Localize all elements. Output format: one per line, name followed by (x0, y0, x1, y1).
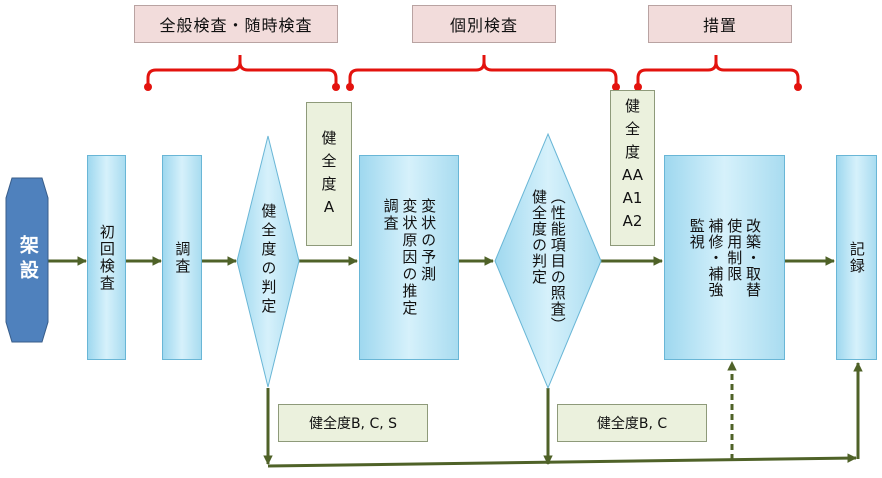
start-label: 架設 (16, 235, 39, 285)
record-label: 記録 (847, 240, 866, 275)
note-grade-bc: 健全度B, C (557, 404, 707, 442)
bracket-individual-dot-left (346, 83, 354, 91)
grade-aa-line-1: 健 (624, 97, 640, 115)
note-grade-bcs: 健全度B, C, S (278, 404, 428, 442)
category-individual-label: 個別検査 (449, 16, 518, 35)
diamond2-label-box: （性能項目の照査） 健全度の判定 (512, 178, 584, 344)
bracket-measures-dot-right (794, 83, 802, 91)
measures-label: 改築・取替 使用制限 補修・補強 監視 (687, 217, 762, 298)
bracket-periodic-dot-right (332, 83, 340, 91)
bracket-measures-dot-left (634, 83, 642, 91)
category-measures-label: 措置 (702, 16, 737, 35)
decision-diamond-1 (236, 135, 300, 388)
cause-survey-label: 変状の予測 変状原因の推定 調査 (381, 198, 438, 317)
grade-aa-line-4: AA (622, 166, 643, 184)
diamond2-label: （性能項目の照査） 健全度の判定 (530, 189, 567, 333)
decision-diamond-2 (494, 132, 602, 390)
grade-a-line-1: 健 (321, 129, 337, 147)
grade-aa-line-2: 全 (624, 120, 640, 138)
line-bottom-return (267, 453, 857, 468)
cause-survey-box: 変状の予測 変状原因の推定 調査 (359, 155, 459, 360)
diamond1-label-box: 健全度の判定 (246, 180, 290, 340)
grade-aa-line-3: 度 (624, 143, 640, 161)
note-grade-bcs-label: 健全度B, C, S (308, 416, 398, 432)
grade-a-line-3: 度 (321, 175, 337, 193)
bracket-periodic-dot-left (144, 83, 152, 91)
bracket-periodic (146, 55, 338, 85)
record-box: 記録 (836, 155, 877, 360)
initial-inspection-label: 初回検査 (97, 223, 116, 292)
survey-label: 調査 (173, 240, 192, 275)
grade-aa-line-5: A1 (622, 189, 643, 207)
grade-a-box: 健 全 度 A (306, 102, 352, 246)
category-measures: 措置 (648, 5, 792, 43)
measures-box: 改築・取替 使用制限 補修・補強 監視 (664, 155, 785, 360)
bracket-individual (348, 55, 618, 85)
category-periodic-label: 全般検査・随時検査 (159, 16, 313, 35)
start-label-box: 架設 (6, 178, 48, 342)
category-individual-inspection: 個別検査 (412, 5, 556, 43)
note-grade-bc-label: 健全度B, C (596, 416, 668, 432)
diamond1-label: 健全度の判定 (259, 203, 278, 317)
start-shape (5, 177, 49, 343)
grade-aa-box: 健 全 度 AA A1 A2 (610, 90, 655, 246)
survey-box: 調査 (162, 155, 202, 360)
bracket-individual-dot-right (612, 83, 620, 91)
grade-a-line-4: A (323, 198, 335, 216)
category-periodic-inspection: 全般検査・随時検査 (134, 5, 338, 43)
initial-inspection-box: 初回検査 (87, 155, 126, 360)
grade-aa-line-6: A2 (622, 212, 643, 230)
grade-a-line-2: 全 (321, 152, 337, 170)
bracket-measures (636, 55, 800, 85)
